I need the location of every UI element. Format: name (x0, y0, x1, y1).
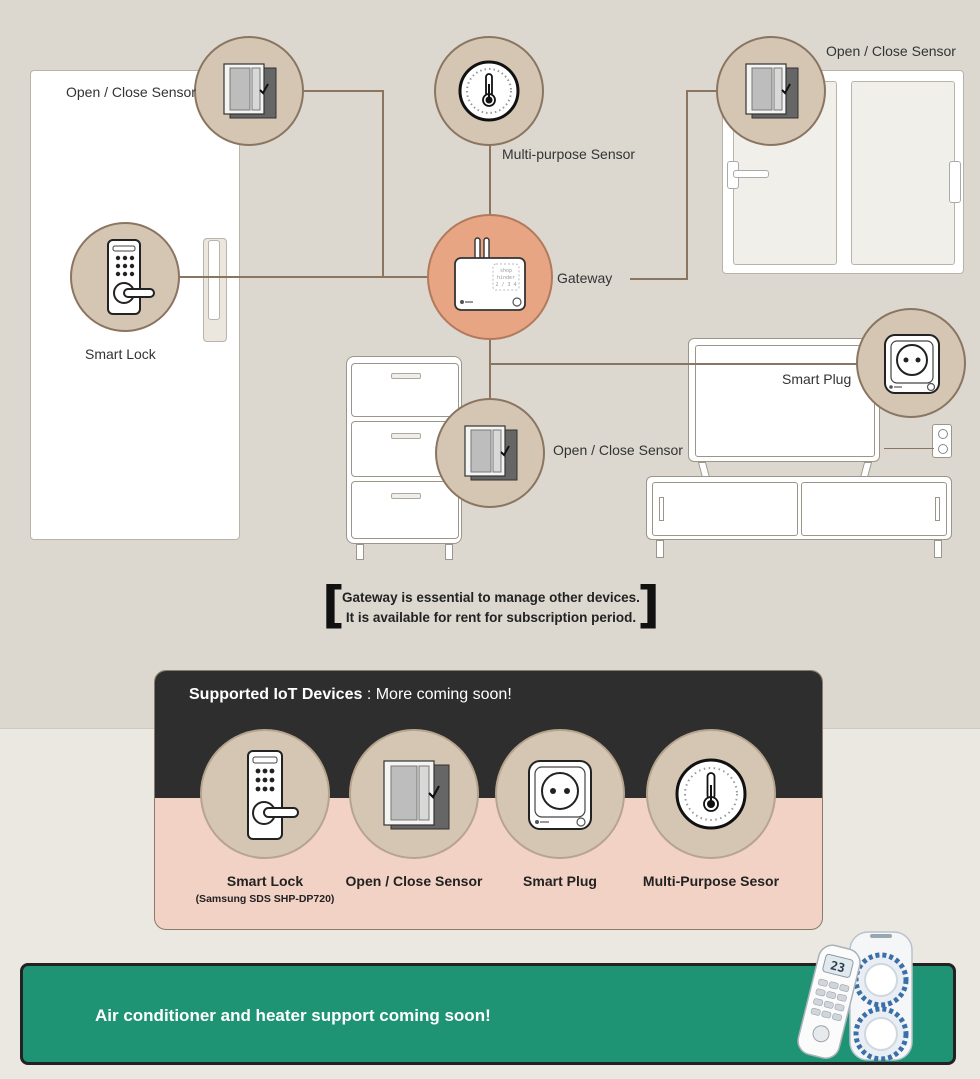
device-card-multipurpose-sensor: Multi-Purpose Sesor (635, 729, 787, 889)
open-close-sensor-icon (745, 63, 799, 119)
gateway-label: Gateway (557, 270, 613, 286)
remote-control-icon: 23 (797, 944, 861, 1059)
smart-plug-node (856, 308, 966, 418)
drawer-sensor-label: Open / Close Sensor (553, 442, 683, 458)
multipurpose-sensor-node (434, 36, 544, 146)
window-sensor-node (716, 36, 826, 146)
wire (178, 276, 430, 278)
device-icon-circle (495, 729, 625, 859)
bracket-right: ] (637, 576, 660, 634)
smart-lock-icon (247, 750, 299, 840)
door-handle-bar (208, 240, 220, 320)
device-name: Smart Lock (226, 873, 304, 889)
wire (302, 90, 384, 92)
wire (630, 278, 688, 280)
device-card-open-close-sensor: Open / Close Sensor (338, 729, 490, 889)
smart-plug-icon (528, 760, 592, 830)
remote-display-text: 23 (829, 958, 846, 975)
multipurpose-sensor-label: Multi-purpose Sensor (502, 146, 636, 162)
window-sensor-label: Open / Close Sensor (826, 43, 956, 59)
air-conditioner-banner: Air conditioner and heater support comin… (20, 963, 956, 1065)
door-sensor-node (194, 36, 304, 146)
bracket-left: [ (322, 576, 345, 634)
wire (489, 363, 857, 365)
device-icon-circle (349, 729, 479, 859)
device-card-smart-plug: Smart Plug (484, 729, 636, 889)
gateway-screen-text: 2 / 3 4 (495, 282, 516, 288)
wire (382, 90, 384, 278)
door-sensor-label: Open / Close Sensor (66, 84, 196, 100)
device-name: Open / Close Sensor (345, 873, 483, 889)
smart-lock-icon (107, 239, 155, 315)
device-icon-circle (200, 729, 330, 859)
gateway-icon: shop hinder 2 / 3 4 (454, 237, 526, 311)
panel-title-text: Supported IoT Devices (189, 686, 363, 703)
smart-plug-icon (884, 334, 940, 394)
gateway-note: [ ] Gateway is essential to manage other… (322, 576, 660, 634)
gateway-note-text: Gateway is essential to manage other dev… (322, 588, 660, 628)
wire (489, 142, 491, 216)
tv-stand-illustration (646, 476, 952, 540)
tv-stand-leg (934, 540, 942, 558)
open-close-sensor-icon (383, 760, 450, 830)
wire (686, 90, 718, 92)
wire (686, 90, 688, 280)
drawer-sensor-node (435, 398, 545, 508)
banner-text: Air conditioner and heater support comin… (95, 1006, 491, 1025)
gateway-screen-text: shop (500, 268, 512, 274)
wire (884, 448, 934, 449)
gateway-note-line1: Gateway is essential to manage other dev… (342, 590, 640, 605)
device-name: Multi-Purpose Sesor (642, 873, 780, 889)
open-close-sensor-icon (464, 425, 518, 481)
panel-title: Supported IoT Devices : More coming soon… (189, 686, 512, 704)
panel-subtitle: : More coming soon! (362, 686, 512, 703)
device-card-smart-lock: Smart Lock (Samsung SDS SHP-DP720) (189, 729, 341, 905)
smart-lock-node (70, 222, 180, 332)
wall-socket-icon (932, 424, 952, 458)
gateway-node: shop hinder 2 / 3 4 (427, 214, 553, 340)
cabinet-leg (356, 544, 364, 560)
tv-stand-leg (656, 540, 664, 558)
device-icon-circle (646, 729, 776, 859)
cabinet-leg (445, 544, 453, 560)
gateway-screen-text: hinder (497, 275, 515, 281)
tv-illustration (688, 338, 880, 462)
thermometer-icon (458, 60, 520, 122)
open-close-sensor-icon (223, 63, 277, 119)
supported-devices-panel: Supported IoT Devices : More coming soon… (154, 670, 823, 930)
wire (489, 338, 491, 398)
smart-lock-label: Smart Lock (85, 346, 156, 362)
gateway-note-line2: It is available for rent for subscriptio… (345, 610, 637, 625)
device-name: Smart Plug (523, 873, 597, 889)
smart-plug-label: Smart Plug (782, 371, 852, 387)
thermometer-icon (675, 758, 747, 830)
device-model: (Samsung SDS SHP-DP720) (195, 893, 335, 905)
